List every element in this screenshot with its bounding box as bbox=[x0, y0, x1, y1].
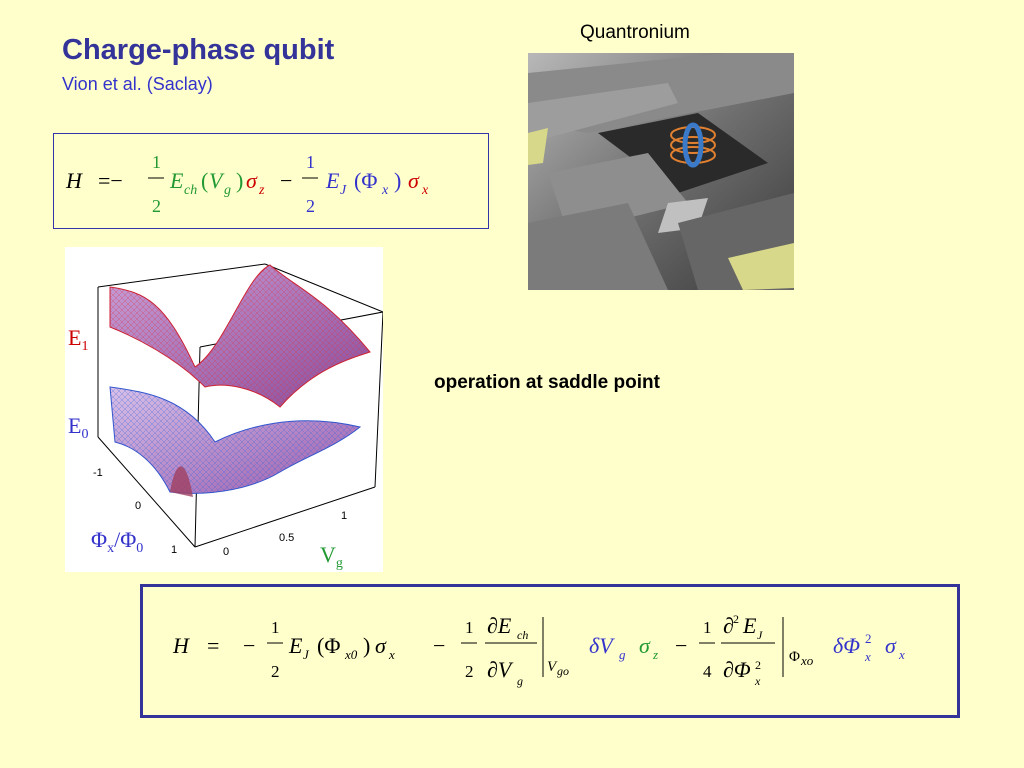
svg-text:ch: ch bbox=[184, 183, 197, 198]
tick-label: 1 bbox=[171, 544, 177, 556]
svg-text:1: 1 bbox=[152, 152, 161, 172]
svg-text:1: 1 bbox=[703, 618, 712, 637]
svg-text:1: 1 bbox=[271, 618, 280, 637]
svg-text:E: E bbox=[169, 168, 184, 193]
saddle-point-note: operation at saddle point bbox=[434, 372, 660, 393]
svg-text:E0: E0 bbox=[68, 413, 88, 442]
svg-text:(Φ: (Φ bbox=[354, 168, 377, 193]
svg-text:=: = bbox=[207, 633, 219, 658]
svg-text:2: 2 bbox=[733, 612, 739, 626]
hamiltonian-box: H =− 1 2 E ch ( V g ) σ z − 1 2 E J (Φ x… bbox=[53, 133, 489, 229]
svg-text:−: − bbox=[243, 633, 255, 658]
phi-slash: /Φ bbox=[114, 527, 136, 552]
svg-text:J: J bbox=[757, 628, 763, 642]
svg-text:Φ: Φ bbox=[789, 649, 800, 665]
expanded-hamiltonian-box: H = − 1 2 E J (Φ x0 ) σ x − 1 2 ∂E ch ∂V… bbox=[140, 584, 960, 718]
svg-text:x0: x0 bbox=[344, 647, 358, 662]
svg-text:Vg: Vg bbox=[320, 542, 343, 571]
svg-text:σ: σ bbox=[375, 633, 387, 658]
image-caption: Quantronium bbox=[580, 22, 690, 43]
phi-subscript: x bbox=[107, 541, 114, 556]
svg-text:E: E bbox=[288, 633, 303, 658]
svg-text:): ) bbox=[394, 168, 401, 193]
svg-text:∂: ∂ bbox=[723, 613, 734, 638]
svg-text:(: ( bbox=[201, 168, 208, 193]
page-subtitle: Vion et al. (Saclay) bbox=[62, 74, 213, 94]
phi-label: Φ bbox=[91, 527, 107, 552]
svg-text:1: 1 bbox=[465, 618, 474, 637]
svg-text:x: x bbox=[864, 649, 871, 664]
svg-text:H: H bbox=[65, 168, 83, 193]
svg-text:z: z bbox=[652, 647, 658, 662]
svg-text:2: 2 bbox=[865, 631, 872, 646]
svg-text:go: go bbox=[557, 664, 569, 678]
svg-text:x: x bbox=[388, 647, 395, 662]
hamiltonian-equation: H =− 1 2 E ch ( V g ) σ z − 1 2 E J (Φ x… bbox=[65, 152, 429, 216]
svg-text:−: − bbox=[280, 168, 292, 193]
svg-text:−: − bbox=[433, 633, 445, 658]
tick-label: 1 bbox=[341, 510, 347, 522]
svg-text:): ) bbox=[236, 168, 243, 193]
svg-text:σ: σ bbox=[885, 633, 897, 658]
svg-text:ch: ch bbox=[517, 628, 528, 642]
svg-text:δV: δV bbox=[589, 633, 615, 658]
svg-text:g: g bbox=[619, 647, 626, 662]
svg-text:2: 2 bbox=[271, 662, 280, 681]
e1-label: E bbox=[68, 325, 81, 350]
phi-subscript-0: 0 bbox=[136, 541, 143, 556]
svg-text:2: 2 bbox=[755, 658, 761, 672]
svg-text:4: 4 bbox=[703, 662, 712, 681]
quantronium-image bbox=[528, 53, 794, 290]
svg-text:J: J bbox=[340, 183, 347, 198]
svg-text:x: x bbox=[754, 674, 761, 688]
svg-text:2: 2 bbox=[306, 196, 315, 216]
svg-text:x: x bbox=[421, 183, 429, 198]
svg-text:E: E bbox=[325, 168, 340, 193]
svg-text:J: J bbox=[303, 647, 310, 662]
e0-subscript: 0 bbox=[81, 427, 88, 442]
svg-text:H: H bbox=[172, 633, 190, 658]
svg-text:z: z bbox=[258, 183, 265, 198]
tick-label: -1 bbox=[93, 467, 103, 479]
vg-label: V bbox=[320, 542, 336, 567]
svg-text:δΦ: δΦ bbox=[833, 633, 860, 658]
svg-text:σ: σ bbox=[408, 168, 420, 193]
page-title: Charge-phase qubit bbox=[62, 34, 335, 66]
e1-subscript: 1 bbox=[81, 339, 88, 354]
tick-label: 0 bbox=[223, 546, 229, 558]
svg-text:(Φ: (Φ bbox=[317, 633, 340, 658]
svg-text:∂Φ: ∂Φ bbox=[723, 657, 751, 682]
svg-text:σ: σ bbox=[246, 168, 258, 193]
svg-text:2: 2 bbox=[152, 196, 161, 216]
svg-text:xo: xo bbox=[800, 653, 814, 668]
svg-text:Φx/Φ0: Φx/Φ0 bbox=[91, 527, 143, 556]
tick-label: 0 bbox=[135, 500, 141, 512]
svg-text:V: V bbox=[209, 168, 225, 193]
svg-text:=−: =− bbox=[98, 168, 123, 193]
svg-text:g: g bbox=[224, 183, 231, 198]
svg-text:g: g bbox=[517, 674, 523, 688]
svg-text:∂E: ∂E bbox=[487, 613, 512, 638]
svg-text:x: x bbox=[898, 647, 905, 662]
expanded-hamiltonian-equation: H = − 1 2 E J (Φ x0 ) σ x − 1 2 ∂E ch ∂V… bbox=[172, 612, 905, 688]
svg-text:x: x bbox=[381, 183, 389, 198]
svg-text:): ) bbox=[363, 633, 370, 658]
tick-label: 0.5 bbox=[279, 532, 294, 544]
svg-text:1: 1 bbox=[306, 152, 315, 172]
vg-subscript: g bbox=[336, 556, 343, 571]
svg-text:∂V: ∂V bbox=[487, 657, 514, 682]
svg-text:E1: E1 bbox=[68, 325, 88, 354]
svg-text:E: E bbox=[742, 613, 757, 638]
svg-text:σ: σ bbox=[639, 633, 651, 658]
svg-text:−: − bbox=[675, 633, 687, 658]
svg-text:V: V bbox=[547, 659, 558, 675]
e0-label: E bbox=[68, 413, 81, 438]
svg-text:2: 2 bbox=[465, 662, 474, 681]
energy-surface-plot: -1 0 1 0 0.5 1 E1 E0 Φx/Φ0 Vg bbox=[65, 247, 384, 572]
